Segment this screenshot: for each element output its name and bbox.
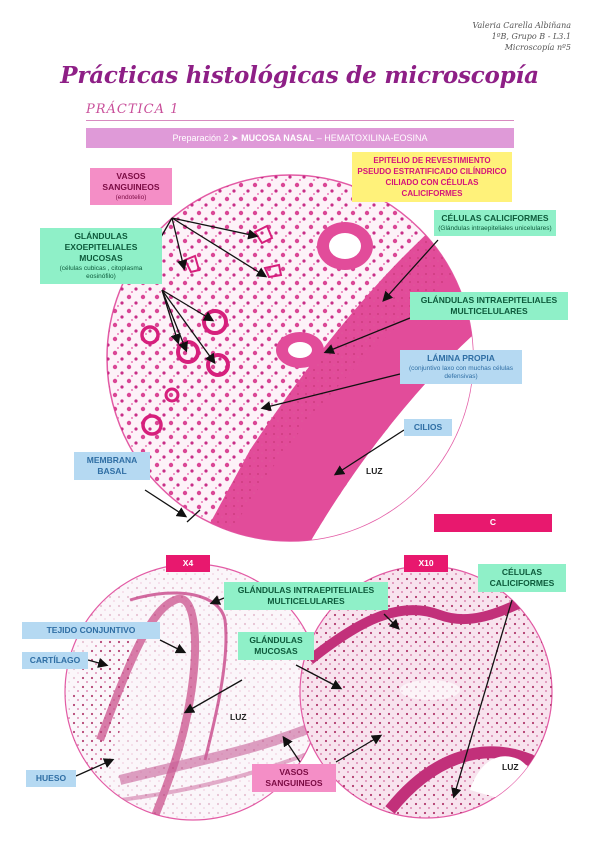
author-group: 1ºB, Grupo B - L3.1 — [491, 32, 571, 41]
label-glandulas-exoepiteliales: GLÁNDULAS EXOEPITELIALES MUCOSAS (célula… — [40, 228, 162, 284]
label-cilios: CILIOS — [404, 419, 452, 436]
label-luz-top: LUZ — [366, 466, 383, 476]
label-epitelio: EPITELIO DE REVESTIMIENTO PSEUDO ESTRATI… — [352, 152, 512, 202]
practice-divider — [86, 120, 514, 121]
prep-stain: – HEMATOXILINA-EOSINA — [316, 133, 428, 143]
preparation-bar: Preparación 2 ➤ MUCOSA NASAL – HEMATOXIL… — [86, 128, 514, 148]
tag-c: C — [434, 514, 552, 532]
label-lamina-propia: LÁMINA PROPIA (conjuntivo laxo con mucha… — [400, 350, 522, 384]
label-glandulas-mucosas: GLÁNDULAS MUCOSAS — [238, 632, 314, 660]
label-membrana-basal: MEMBRANA BASAL — [74, 452, 150, 480]
label-celulas-caliciformes-top: CÉLULAS CALICIFORMES (Glándulas intraepi… — [434, 210, 556, 236]
prep-arrow-icon: ➤ — [231, 133, 239, 143]
label-glandulas-intraepiteliales-bottom: GLÁNDULAS INTRAEPITELIALES MULTICELULARE… — [224, 582, 388, 610]
label-glandulas-intraepiteliales-top: GLÁNDULAS INTRAEPITELIALES MULTICELULARE… — [410, 292, 568, 320]
label-hueso: HUESO — [26, 770, 76, 787]
prep-prefix: Preparación 2 — [172, 133, 229, 143]
annotation-arrows — [75, 217, 513, 799]
page-title: Prácticas histológicas de microscopía — [60, 62, 539, 89]
label-tejido-conjuntivo: TEJIDO CONJUNTIVO — [22, 622, 160, 639]
magnification-x4: X4 — [166, 555, 210, 572]
practice-heading: PRÁCTICA 1 — [86, 102, 180, 117]
magnification-x10: X10 — [404, 555, 448, 572]
author-name: Valeria Carella Albiñana — [472, 21, 571, 30]
label-luz-left: LUZ — [230, 712, 247, 722]
author-note: Valeria Carella Albiñana 1ºB, Grupo B - … — [472, 20, 571, 53]
label-luz-right: LUZ — [502, 762, 519, 772]
label-celulas-caliciformes-bottom: CÉLULAS CALICIFORMES — [478, 564, 566, 592]
prep-name: MUCOSA NASAL — [241, 133, 315, 143]
label-cartilago: CARTÍLAGO — [22, 652, 88, 669]
label-vasos-sanguineos-top: VASOS SANGUINEOS (endotelio) — [90, 168, 172, 205]
author-number: Microscopía nº5 — [504, 43, 571, 52]
label-vasos-sanguineos-bottom: VASOS SANGUINEOS — [252, 764, 336, 792]
